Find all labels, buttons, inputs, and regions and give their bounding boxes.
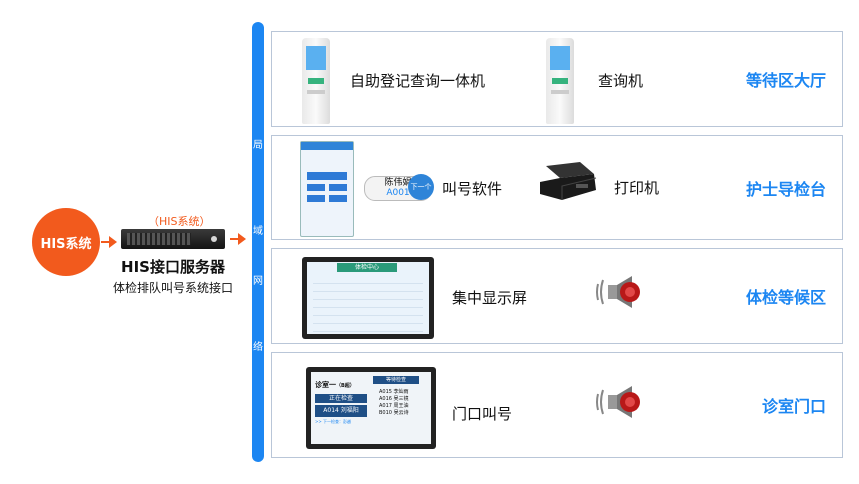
door-waiting-label: 等待检查: [373, 376, 419, 384]
zone-waiting-hall: 自助登记查询一体机 查询机 等待区大厅: [271, 31, 843, 127]
door-waiting-item: B010 吴云诗: [379, 410, 409, 416]
device-label: 叫号软件: [442, 180, 503, 198]
his-system-node: HIS系统: [32, 208, 100, 276]
door-next: >> 下一检查：彭越: [315, 419, 351, 424]
next-button: 下一个: [408, 174, 434, 200]
lan-char: 域: [253, 226, 263, 237]
printer-icon: [540, 162, 597, 200]
zone-label: 体检等候区: [745, 288, 826, 307]
zone-label: 等待区大厅: [745, 71, 826, 90]
device-label: 自助登记查询一体机: [350, 72, 486, 90]
server-icon: [121, 229, 225, 249]
door-display-icon: 诊室一（B超） 正在检查 A014 刘福阳 >> 下一检查：彭越 等待检查 A0…: [306, 367, 436, 449]
call-software-number: A001: [386, 188, 410, 198]
central-display-rows: [313, 276, 423, 332]
door-checking-label: 正在检查: [315, 394, 367, 403]
kiosk-icon: [542, 38, 578, 124]
lan-char: 局: [253, 140, 263, 151]
zone-label: 诊室门口: [761, 397, 826, 416]
his-system-label: HIS系统: [40, 236, 92, 252]
zone-label: 护士导检台: [745, 179, 826, 199]
device-label: 查询机: [598, 72, 644, 90]
arrow-his-to-server: [101, 236, 117, 248]
server-tag: （HIS系统）: [148, 215, 211, 228]
door-current-patient: A014 刘福阳: [315, 405, 367, 417]
arrow-server-to-lan: [230, 233, 246, 245]
lan-char: 网: [253, 276, 263, 287]
central-display-icon: 体检中心: [302, 257, 434, 339]
door-room-floor: （B超）: [336, 383, 355, 389]
central-display-title: 体检中心: [337, 263, 397, 272]
server-subtitle: 体检排队叫号系统接口: [112, 281, 233, 295]
door-waiting-item: A015 李灿雨: [379, 389, 409, 395]
lan-bar: 局 域 网 络: [252, 22, 264, 462]
door-room: 诊室一: [315, 381, 336, 389]
door-waiting-item: A016 吴三镜: [379, 396, 409, 402]
speaker-icon: [596, 386, 640, 418]
device-label: 打印机: [614, 179, 660, 197]
kiosk-icon: [298, 38, 334, 124]
call-software-patient: 陈伟娟: [384, 178, 412, 188]
device-label: 集中显示屏: [452, 289, 528, 307]
door-waiting-item: A017 周王油: [379, 403, 409, 409]
server-title: HIS接口服务器: [121, 258, 225, 276]
device-label: 门口叫号: [452, 405, 513, 423]
lan-char: 络: [253, 342, 263, 353]
call-software-screen-icon: [300, 141, 354, 237]
speaker-icon: [596, 276, 640, 308]
